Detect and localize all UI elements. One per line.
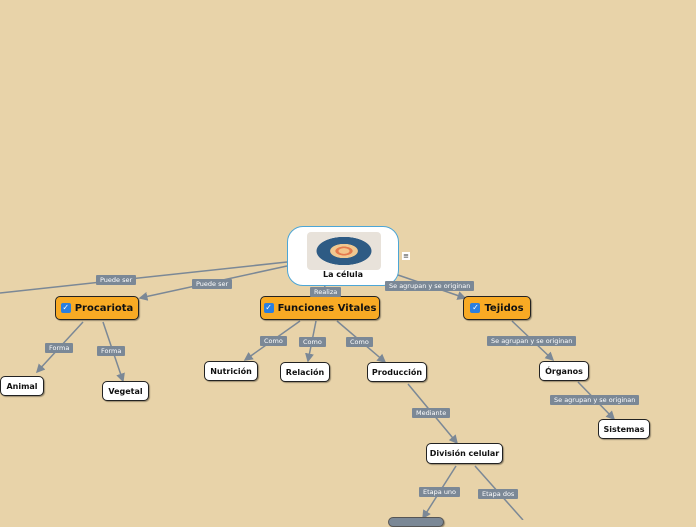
- link-label-etapa-dos: Etapa dos: [478, 489, 519, 499]
- link-label-como: Como: [260, 336, 287, 346]
- node-vegetal[interactable]: Vegetal: [102, 381, 149, 401]
- link-label-puede-ser: Puede ser: [96, 275, 137, 285]
- link-label-se-agrupan: Se agrupan y se originan: [385, 281, 475, 291]
- animal-cell-image: [307, 232, 381, 270]
- node-label: Tejidos: [484, 302, 524, 314]
- node-relacion[interactable]: Relación: [280, 362, 330, 382]
- node-procariota[interactable]: ✓Procariota: [55, 296, 139, 320]
- link-label-como: Como: [299, 337, 326, 347]
- node-produccion[interactable]: Producción: [367, 362, 427, 382]
- link-label-etapa-uno: Etapa uno: [419, 487, 461, 497]
- node-label: Vegetal: [108, 386, 143, 396]
- node-label: División celular: [429, 449, 500, 458]
- checkbox-icon[interactable]: ✓: [263, 303, 274, 313]
- node-label: Producción: [371, 367, 423, 377]
- node-label: Funciones Vitales: [277, 302, 377, 314]
- link-label-realiza: Realiza: [310, 287, 342, 297]
- node-label: Nutrición: [210, 366, 252, 376]
- link-label-forma: Forma: [97, 346, 126, 356]
- node-label: Animal: [6, 381, 38, 391]
- node-sistemas[interactable]: Sistemas: [598, 419, 650, 439]
- node-animal[interactable]: Animal: [0, 376, 44, 396]
- link-label-se-agrupan: Se agrupan y se originan: [487, 336, 577, 346]
- node-partial-offscreen[interactable]: [388, 517, 444, 527]
- node-nutricion[interactable]: Nutrición: [204, 361, 258, 381]
- root-label: La célula: [322, 270, 364, 279]
- node-division-celular[interactable]: División celular: [426, 443, 503, 464]
- link-label-como: Como: [346, 337, 373, 347]
- node-label: Órganos: [545, 366, 583, 376]
- node-funciones-vitales[interactable]: ✓Funciones Vitales: [260, 296, 380, 320]
- link-label-mediante: Mediante: [412, 408, 451, 418]
- link-label-se-agrupan: Se agrupan y se originan: [550, 395, 640, 405]
- node-label: Sistemas: [603, 424, 645, 434]
- root-node-la-celula[interactable]: La célula: [287, 226, 399, 286]
- checkbox-icon[interactable]: ✓: [470, 303, 481, 313]
- link-label-puede-ser: Puede ser: [192, 279, 233, 289]
- checkbox-icon[interactable]: ✓: [60, 303, 71, 313]
- node-label: Procariota: [74, 302, 134, 314]
- node-tejidos[interactable]: ✓Tejidos: [463, 296, 531, 320]
- node-label: Relación: [285, 367, 325, 377]
- notes-icon[interactable]: ≡: [402, 252, 410, 260]
- node-organos[interactable]: Órganos: [539, 361, 589, 381]
- link-label-forma: Forma: [45, 343, 74, 353]
